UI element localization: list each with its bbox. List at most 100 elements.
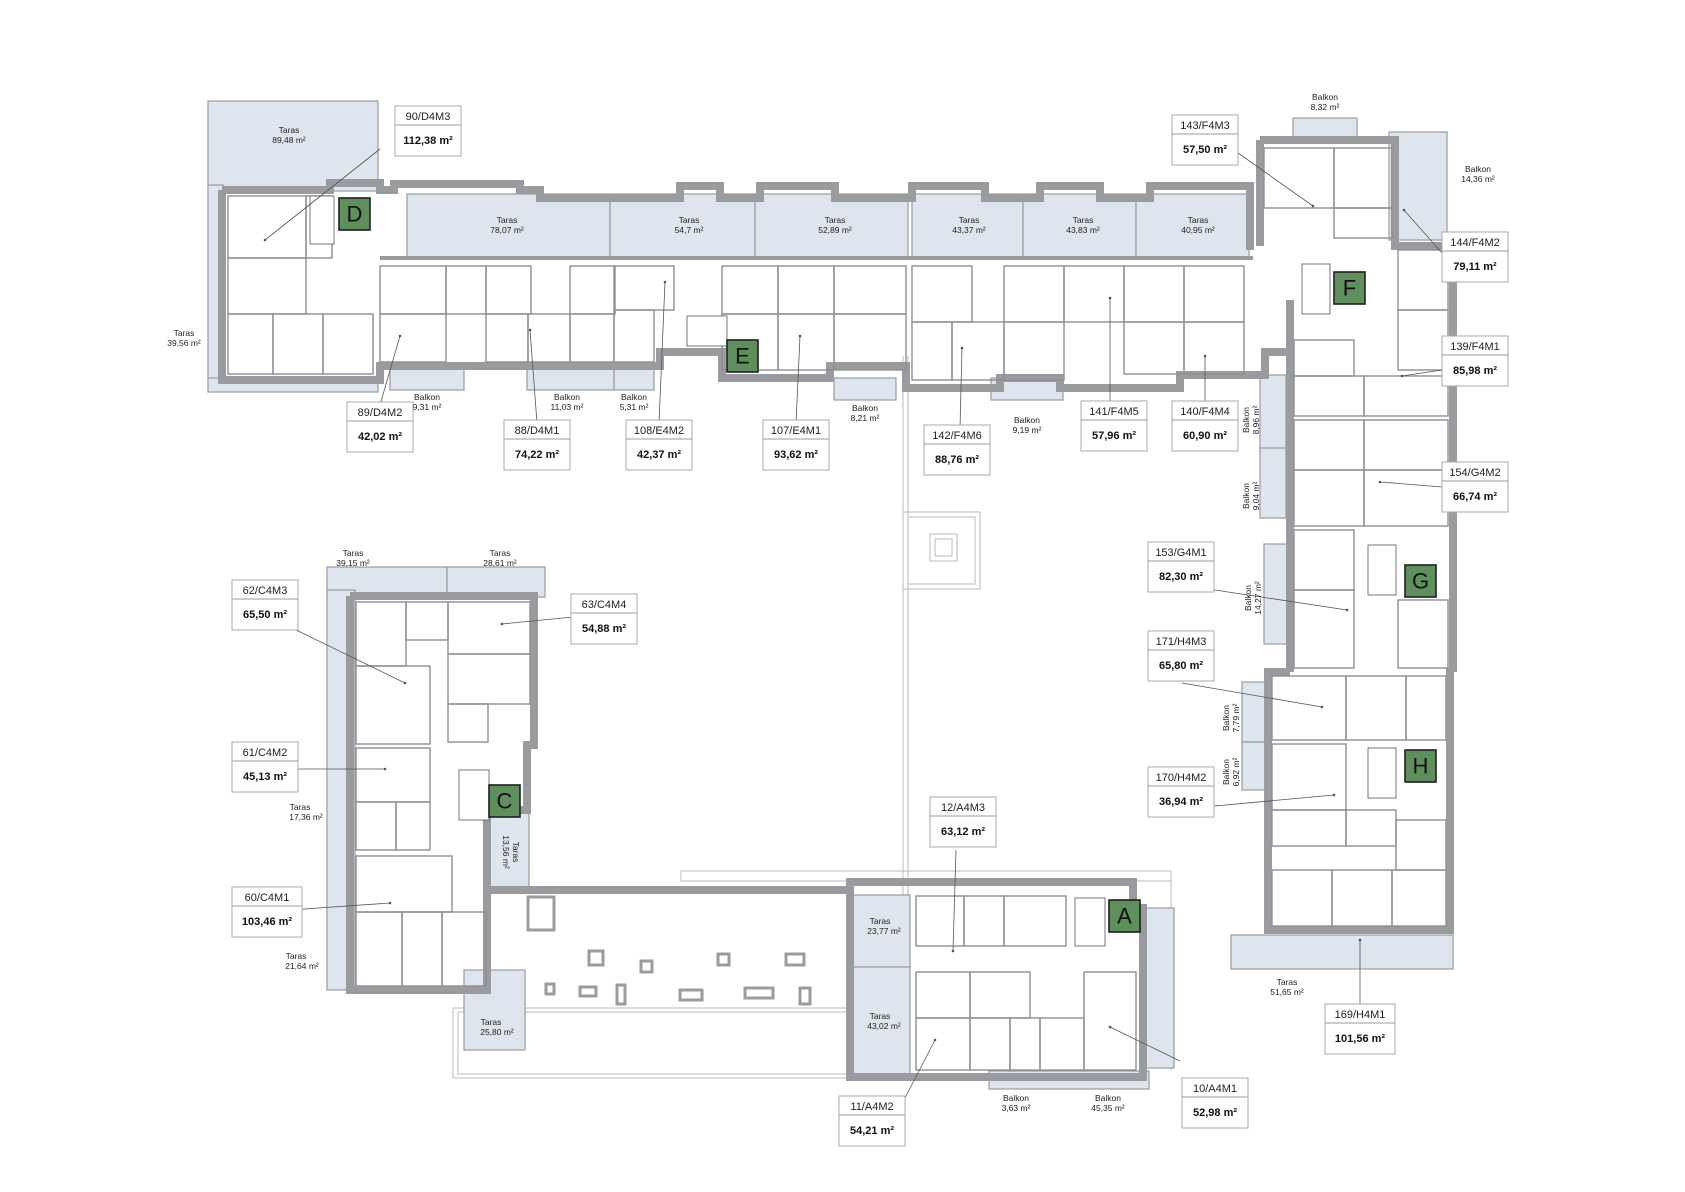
- svg-text:89,48 m²: 89,48 m²: [272, 135, 306, 145]
- svg-text:85,98 m²: 85,98 m²: [1453, 365, 1497, 377]
- svg-text:28,61 m²: 28,61 m²: [483, 558, 517, 568]
- svg-text:42,02 m²: 42,02 m²: [358, 431, 402, 443]
- apt-box-143-f4m3[interactable]: 143/F4M3 57,50 m²: [1171, 114, 1239, 166]
- svg-text:Taras: Taras: [497, 215, 518, 225]
- svg-text:141/F4M5: 141/F4M5: [1089, 406, 1139, 418]
- svg-text:45,35 m²: 45,35 m²: [1091, 1103, 1125, 1113]
- svg-text:57,50 m²: 57,50 m²: [1183, 144, 1227, 156]
- apt-box-60-c4m1[interactable]: 60/C4M1 103,46 m²: [231, 886, 303, 938]
- core-g: G: [1404, 564, 1437, 598]
- svg-text:Balkon: Balkon: [554, 392, 580, 402]
- svg-text:8,21 m²: 8,21 m²: [851, 413, 880, 423]
- core-a: A: [1108, 899, 1141, 933]
- svg-text:65,50 m²: 65,50 m²: [243, 609, 287, 621]
- lightwells: [526, 895, 812, 1006]
- stairwells: [309, 195, 1397, 947]
- svg-text:Taras: Taras: [490, 548, 511, 558]
- apt-box-154-g4m2[interactable]: 154/G4M2 66,74 m²: [1441, 461, 1509, 513]
- svg-text:8,32 m²: 8,32 m²: [1311, 102, 1340, 112]
- apt-box-139-f4m1[interactable]: 139/F4M1 85,98 m²: [1441, 335, 1509, 387]
- core-label: H: [1413, 754, 1429, 779]
- svg-text:54,7 m²: 54,7 m²: [675, 225, 704, 235]
- apt-box-108-e4m2[interactable]: 108/E4M2 42,37 m²: [625, 419, 693, 471]
- svg-text:45,13 m²: 45,13 m²: [243, 771, 287, 783]
- svg-text:171/H4M3: 171/H4M3: [1156, 636, 1207, 648]
- apt-box-153-g4m1[interactable]: 153/G4M1 82,30 m²: [1147, 541, 1215, 593]
- apt-box-11-a4m2[interactable]: 11/A4M2 54,21 m²: [838, 1095, 906, 1147]
- apt-box-62-c4m3[interactable]: 62/C4M3 65,50 m²: [231, 579, 299, 631]
- svg-text:79,11 m²: 79,11 m²: [1453, 261, 1497, 273]
- apt-box-89-d4m2[interactable]: 89/D4M2 42,02 m²: [346, 401, 414, 453]
- svg-text:25,80 m²: 25,80 m²: [480, 1027, 514, 1037]
- svg-text:6,92 m²: 6,92 m²: [1231, 757, 1241, 786]
- apt-box-140-f4m4[interactable]: 140/F4M4 60,90 m²: [1171, 400, 1239, 452]
- svg-text:39,56 m²: 39,56 m²: [167, 338, 201, 348]
- svg-text:Balkon: Balkon: [621, 392, 647, 402]
- svg-text:89/D4M2: 89/D4M2: [358, 407, 403, 419]
- svg-text:51,65 m²: 51,65 m²: [1270, 987, 1304, 997]
- apt-box-142-f4m6[interactable]: 142/F4M6 88,76 m²: [923, 424, 991, 476]
- apt-box-10-a4m1[interactable]: 10/A4M1 52,98 m²: [1181, 1077, 1249, 1129]
- svg-text:39,15 m²: 39,15 m²: [336, 558, 370, 568]
- svg-text:62/C4M3: 62/C4M3: [243, 585, 288, 597]
- svg-text:154/G4M2: 154/G4M2: [1449, 467, 1500, 479]
- apt-box-144-f4m2[interactable]: 144/F4M2 79,11 m²: [1441, 231, 1509, 283]
- svg-text:11/A4M2: 11/A4M2: [850, 1101, 893, 1113]
- svg-text:88,76 m²: 88,76 m²: [935, 454, 979, 466]
- svg-text:Taras: Taras: [1277, 977, 1298, 987]
- apt-box-90-d4m3[interactable]: 90/D4M3 112,38 m²: [394, 105, 462, 157]
- svg-text:52,89 m²: 52,89 m²: [818, 225, 852, 235]
- svg-text:Balkon: Balkon: [1241, 483, 1251, 509]
- svg-text:Taras: Taras: [1188, 215, 1209, 225]
- svg-text:Balkon: Balkon: [1241, 407, 1251, 433]
- svg-text:142/F4M6: 142/F4M6: [932, 430, 982, 442]
- svg-text:17,36 m²: 17,36 m²: [289, 812, 323, 822]
- svg-text:7,79 m²: 7,79 m²: [1231, 703, 1241, 732]
- svg-text:12/A4M3: 12/A4M3: [941, 802, 985, 814]
- svg-text:Taras: Taras: [174, 328, 195, 338]
- apt-box-12-a4m3[interactable]: 12/A4M3 63,12 m²: [929, 796, 997, 848]
- svg-text:Balkon: Balkon: [1014, 415, 1040, 425]
- apt-box-107-e4m1[interactable]: 107/E4M1 93,62 m²: [762, 419, 830, 471]
- svg-text:82,30 m²: 82,30 m²: [1159, 571, 1203, 583]
- apt-box-171-h4m3[interactable]: 171/H4M3 65,80 m²: [1147, 630, 1215, 682]
- apt-box-141-f4m5[interactable]: 141/F4M5 57,96 m²: [1080, 400, 1148, 452]
- svg-text:Balkon: Balkon: [852, 403, 878, 413]
- svg-text:9,31 m²: 9,31 m²: [413, 402, 442, 412]
- svg-text:60,90 m²: 60,90 m²: [1183, 430, 1227, 442]
- svg-text:9,19 m²: 9,19 m²: [1013, 425, 1042, 435]
- apt-box-88-d4m1[interactable]: 88/D4M1 74,22 m²: [503, 419, 571, 471]
- core-label: C: [497, 789, 513, 814]
- svg-text:14,27 m²: 14,27 m²: [1253, 581, 1263, 615]
- svg-text:144/F4M2: 144/F4M2: [1450, 237, 1500, 249]
- apt-box-61-c4m2[interactable]: 61/C4M2 45,13 m²: [231, 741, 299, 793]
- core-e: E: [726, 339, 759, 373]
- core-f: F: [1333, 271, 1366, 305]
- svg-text:65,80 m²: 65,80 m²: [1159, 660, 1203, 672]
- svg-text:13,56 m²: 13,56 m²: [501, 835, 511, 869]
- svg-text:Balkon: Balkon: [1465, 164, 1491, 174]
- apt-box-63-c4m4[interactable]: 63/C4M4 54,88 m²: [570, 593, 638, 645]
- svg-text:88/D4M1: 88/D4M1: [515, 425, 560, 437]
- apt-box-170-h4m2[interactable]: 170/H4M2 36,94 m²: [1147, 766, 1215, 818]
- svg-text:Taras: Taras: [511, 842, 521, 863]
- svg-text:Taras: Taras: [825, 215, 846, 225]
- core-h: H: [1404, 749, 1437, 783]
- apt-box-169-h4m1[interactable]: 169/H4M1 101,56 m²: [1324, 1003, 1396, 1055]
